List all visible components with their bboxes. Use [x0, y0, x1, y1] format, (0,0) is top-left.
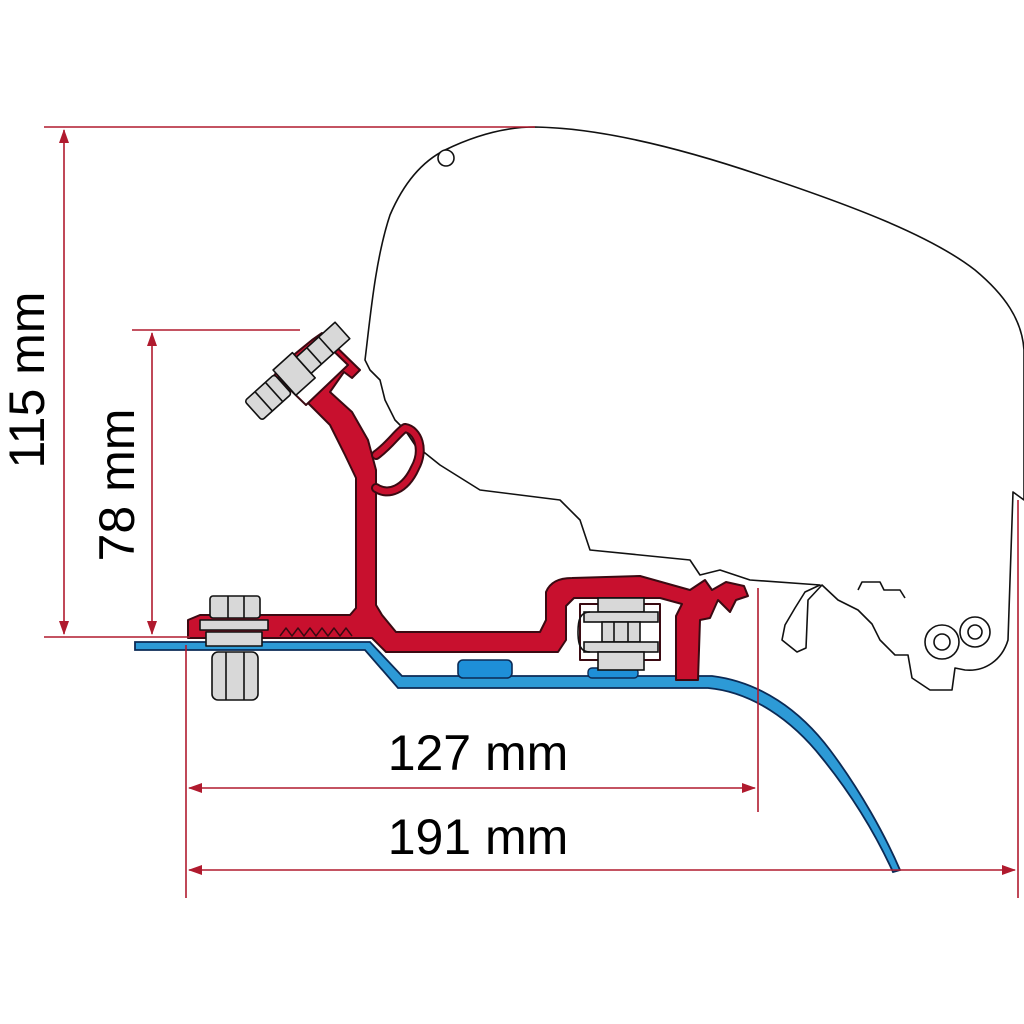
hex-bolt-icon	[199, 321, 351, 701]
dim-label-191: 191 mm	[388, 809, 569, 865]
clamp-hardware-icon	[577, 597, 659, 671]
dim-label-115: 115 mm	[0, 292, 55, 469]
dimension-lines	[44, 126, 1019, 898]
dim-label-78: 78 mm	[89, 409, 145, 562]
dim-label-127: 127 mm	[388, 725, 569, 781]
awning-case-icon	[364, 126, 1024, 691]
